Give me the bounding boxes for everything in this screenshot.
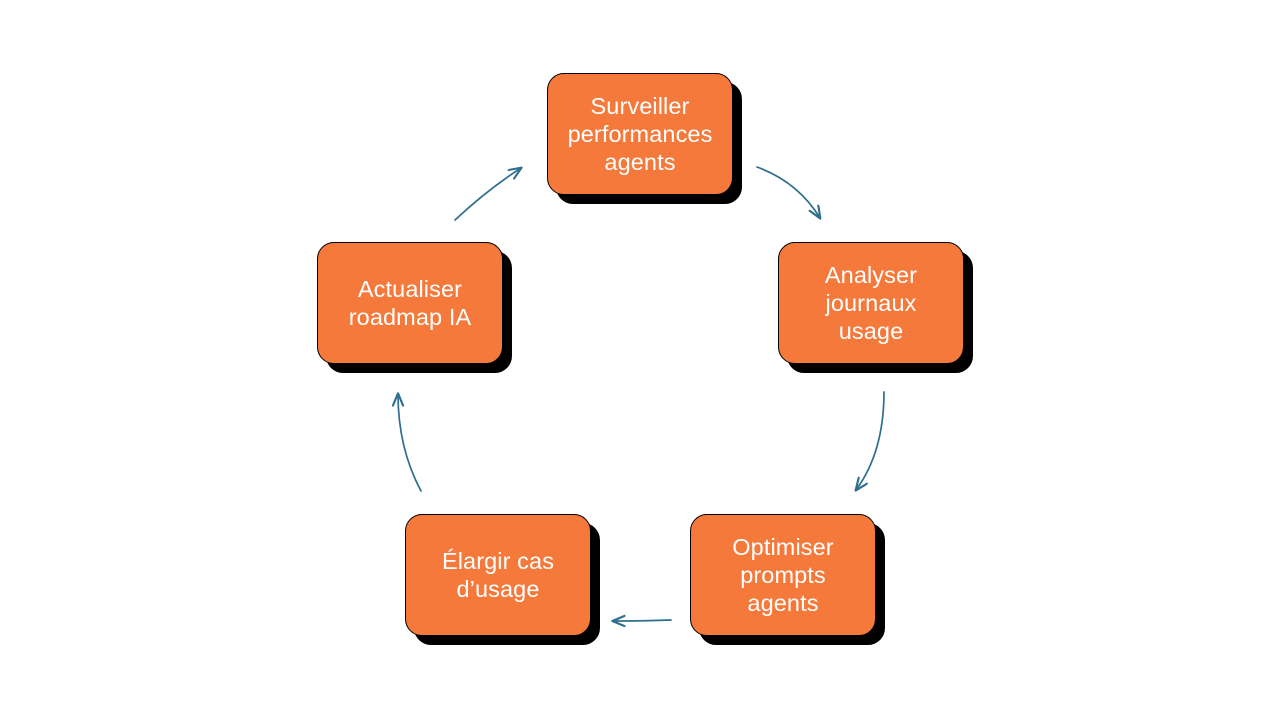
arrow-surveiller-to-analyser [756, 166, 820, 218]
node-surveiller-performances-agents[interactable]: Surveiller performances agents [547, 73, 733, 195]
arrow-elargir-to-actualiser [398, 394, 422, 492]
arrow-analyser-to-optimiser [856, 391, 885, 490]
node-elargir-cas-usage[interactable]: Élargir cas d’usage [405, 514, 591, 636]
node-label: Analyser journaux usage [824, 262, 918, 344]
arrow-optimiser-to-elargir [613, 620, 672, 621]
node-label: Optimiser prompts agents [732, 534, 834, 616]
node-actualiser-roadmap-ia[interactable]: Actualiser roadmap IA [317, 242, 503, 364]
arrow-actualiser-to-surveiller [454, 168, 521, 221]
node-label: Actualiser roadmap IA [348, 276, 472, 330]
node-analyser-journaux-usage[interactable]: Analyser journaux usage [778, 242, 964, 364]
node-optimiser-prompts-agents[interactable]: Optimiser prompts agents [690, 514, 876, 636]
node-label: Surveiller performances agents [567, 93, 713, 175]
node-label: Élargir cas d’usage [441, 548, 555, 602]
